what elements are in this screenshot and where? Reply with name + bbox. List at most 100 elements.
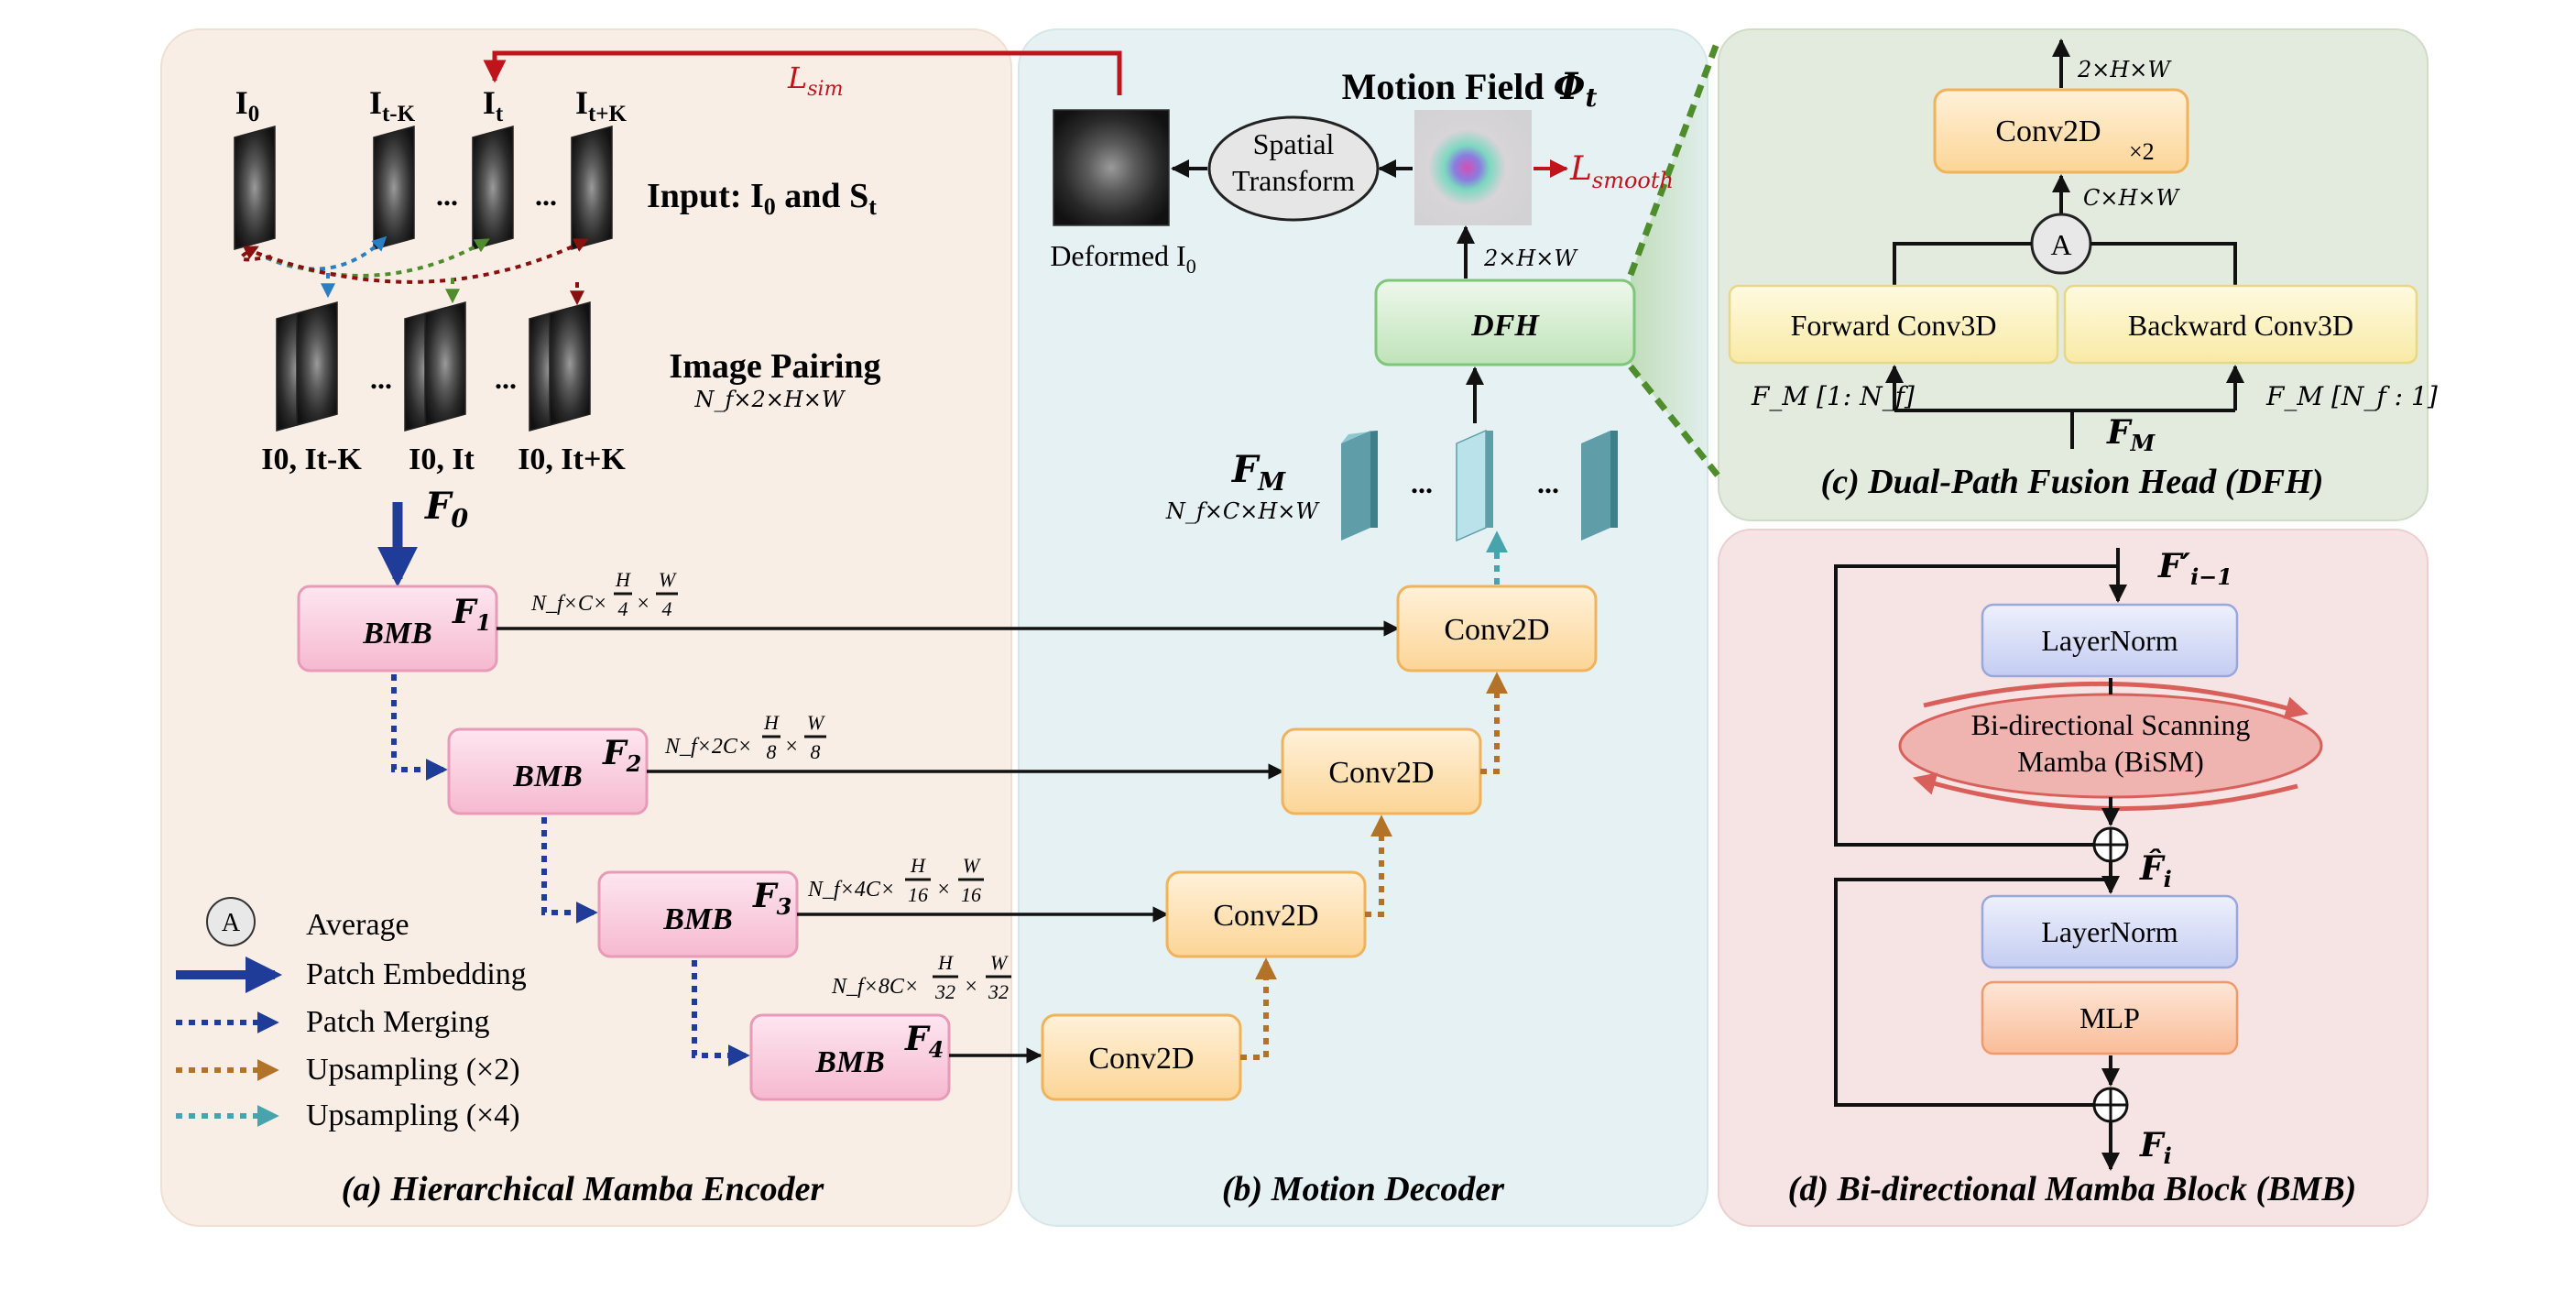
frame-itk: It-K [369, 84, 416, 250]
lsim-arrow [483, 50, 1122, 95]
legend-upsampling4: Upsampling (×4) [306, 1099, 520, 1132]
zoom-fade [1631, 37, 1719, 476]
upsampling-arrows [1240, 672, 1508, 1060]
bmb-mid-label: F̂i [2139, 848, 2172, 892]
pairing-arrows [239, 235, 589, 306]
legend-average: Average [306, 908, 409, 942]
deformed-image [1053, 109, 1170, 226]
deformed-label: Deformed I0 [1050, 239, 1195, 278]
lsmooth-label: Lsmooth [1569, 150, 1674, 193]
conv2d-block-1: Conv2D [1396, 585, 1598, 672]
dims-stage-1: N_f×C× H 4 × W 4 [530, 568, 678, 620]
conv2d-block-3: Conv2D [1165, 870, 1367, 958]
frames-ellipsis-1: ... [436, 179, 458, 212]
zoom-line-bottom [1628, 364, 1721, 479]
svg-text:×: × [784, 735, 799, 759]
svg-text:8: 8 [767, 740, 777, 763]
dfh-conv2d: Conv2D ×2 [1933, 88, 2189, 174]
dfh-out-dims: 2×H×W [2077, 57, 2172, 82]
bmb-output-label: Fi [2139, 1126, 2172, 1169]
fm-ellipsis-2: ... [1537, 466, 1559, 499]
input-label: Input: I0 and St [647, 177, 877, 220]
dfh-block: DFH [1374, 279, 1636, 366]
svg-text:Conv2D: Conv2D [1328, 756, 1434, 790]
dims-stage-3: N_f×4C× H 16 × W 16 [807, 854, 984, 906]
pairs-ellipsis-1: ... [370, 362, 392, 395]
fm-tile-1 [1341, 431, 1378, 541]
svg-text:W: W [963, 854, 981, 877]
bmb-block-1: BMB F1 [297, 585, 498, 672]
svg-text:F4: F4 [904, 1020, 944, 1063]
dims-stage-4: N_f×8C× H 32 × W 32 [831, 951, 1011, 1003]
motion-field-image [1414, 110, 1532, 225]
svg-text:H: H [937, 951, 954, 974]
svg-text:Conv2D: Conv2D [1213, 899, 1318, 933]
pair-stack-1 [276, 301, 338, 432]
bmb-block-3: BMB F3 [597, 870, 799, 958]
pair-stack-2 [404, 301, 466, 432]
dfh-fm-label: FM [2106, 413, 2156, 456]
svg-text:LayerNorm: LayerNorm [2041, 915, 2178, 948]
fm-dims: N_f×C×H×W [1165, 498, 1321, 524]
svg-text:It+K: It+K [575, 84, 628, 126]
svg-text:H: H [763, 711, 780, 734]
fwd-input-label: F_M [1: N_f] [1751, 381, 1915, 411]
legend-patch-embedding: Patch Embedding [306, 957, 527, 991]
dims-stage-2: N_f×2C× H 8 × W 8 [664, 711, 826, 763]
svg-text:F2: F2 [602, 734, 641, 777]
bmb-add-node-2 [2092, 1087, 2129, 1123]
forward-conv3d: Forward Conv3D [1728, 284, 2059, 365]
svg-text:H: H [910, 854, 926, 877]
svg-text:W: W [807, 711, 825, 734]
legend-average-symbol [206, 897, 256, 946]
svg-text:N_f×2C×: N_f×2C× [664, 735, 752, 759]
dfh-branch-lines [1893, 242, 2032, 286]
svg-text:Conv2D: Conv2D [1995, 115, 2101, 148]
svg-text:×: × [936, 878, 951, 902]
legend-patch-merging: Patch Merging [306, 1005, 490, 1039]
conv2d-block-4: Conv2D [1041, 1013, 1242, 1101]
svg-text:A: A [222, 909, 241, 937]
svg-text:Spatial: Spatial [1253, 127, 1335, 160]
svg-text:LayerNorm: LayerNorm [2041, 624, 2178, 657]
svg-text:Backward Conv3D: Backward Conv3D [2128, 309, 2353, 342]
legend-upsampling2: Upsampling (×2) [306, 1053, 520, 1087]
bmb-input-label: F′i−1 [2157, 547, 2232, 590]
pair-label-1: I0, It-K [261, 443, 362, 476]
fm-label: FM [1231, 448, 1286, 497]
svg-text:Bi-directional Scanning: Bi-directional Scanning [1971, 708, 2251, 741]
bism-block: Bi-directional Scanning Mamba (BiSM) [1898, 681, 2323, 812]
svg-text:DFH: DFH [1470, 309, 1540, 343]
panel-a-caption: (a) Hierarchical Mamba Encoder [342, 1170, 825, 1208]
bmb-residual-2 [1834, 878, 2111, 1107]
frame-it: It [472, 84, 514, 250]
svg-text:Forward Conv3D: Forward Conv3D [1791, 309, 1997, 342]
svg-text:BMB: BMB [814, 1045, 885, 1079]
spatial-transform: Spatial Transform [1207, 115, 1380, 222]
svg-text:It: It [483, 84, 504, 126]
pairing-label: Image Pairing [669, 347, 880, 386]
svg-text:N_f×8C×: N_f×8C× [831, 975, 919, 999]
svg-text:N_f×4C×: N_f×4C× [807, 878, 895, 902]
backward-conv3d: Backward Conv3D [2063, 284, 2418, 365]
frame-i0: I0 [234, 84, 276, 250]
bmb-add-node-1 [2092, 826, 2129, 863]
pairing-dims: N_f×2×H×W [693, 387, 846, 412]
skip-connections [497, 620, 1400, 1064]
fm-tile-3 [1581, 431, 1618, 541]
svg-text:×2: ×2 [2129, 138, 2155, 165]
svg-text:F3: F3 [752, 877, 791, 920]
fm-tile-2 [1456, 429, 1493, 542]
svg-text:16: 16 [908, 883, 928, 906]
fm-ellipsis-1: ... [1411, 466, 1433, 499]
dfh-mid-dims: C×H×W [2083, 185, 2181, 211]
f0-label: F0 [424, 485, 468, 533]
svg-text:BMB: BMB [362, 617, 432, 650]
bmb-mlp: MLP [1981, 980, 2239, 1055]
bwd-input-label: F_M [N_f : 1] [2265, 381, 2438, 411]
bmb-residual-1 [1834, 564, 2118, 847]
motion-field-title: Motion Field Φt [1342, 65, 1598, 113]
frame-itpk: It+K [571, 84, 628, 250]
pair-label-3: I0, It+K [518, 443, 626, 476]
